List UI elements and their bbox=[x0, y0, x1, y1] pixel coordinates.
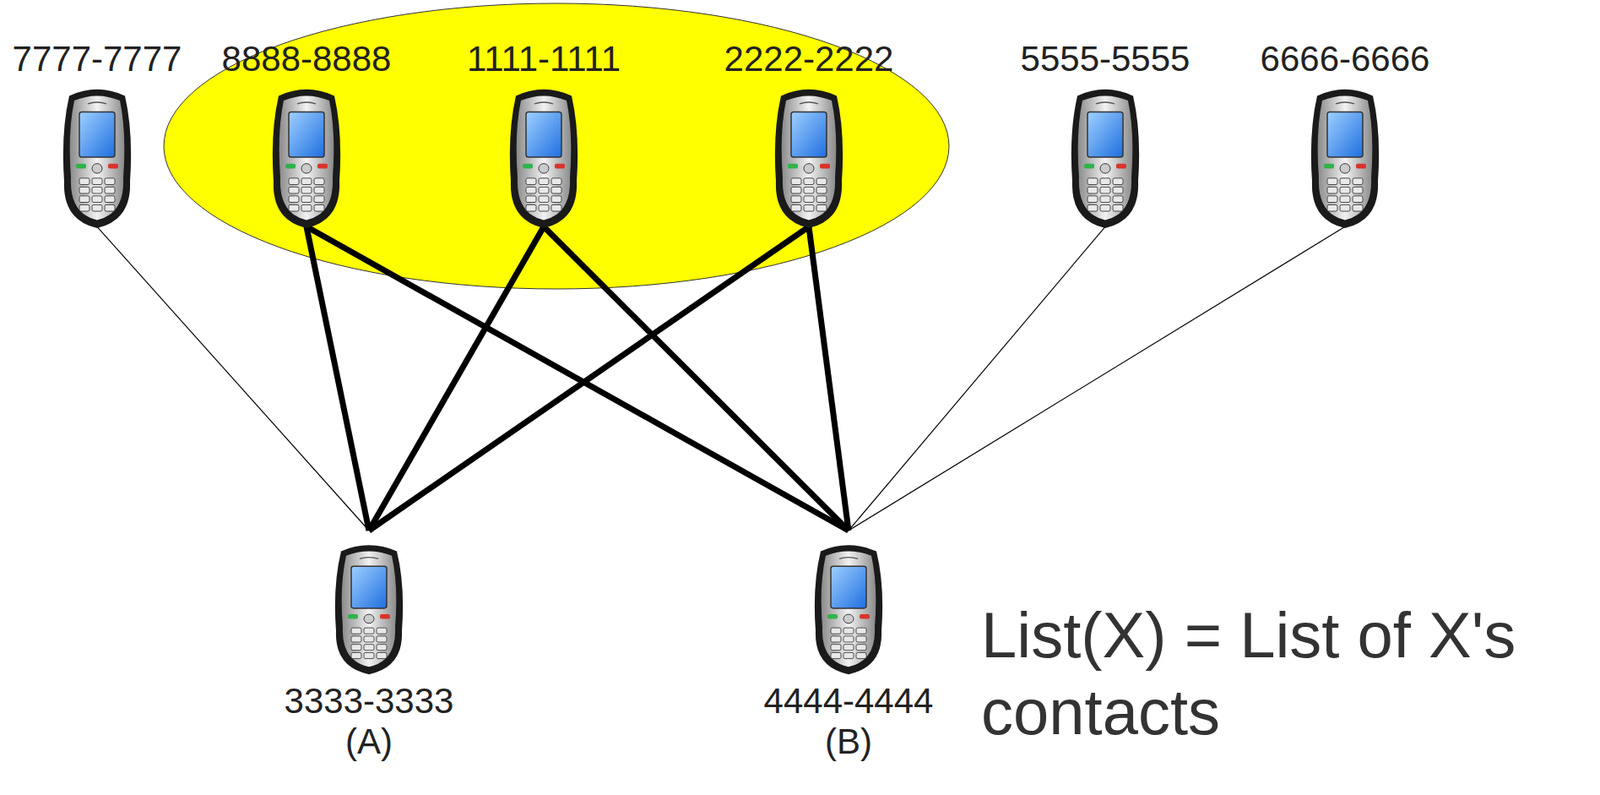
phone-icon bbox=[330, 540, 407, 676]
phone-icon bbox=[1307, 84, 1384, 230]
phone-number: 4444-4444 bbox=[764, 680, 934, 722]
phone-node: 2222-2222 bbox=[724, 38, 895, 230]
contact-link bbox=[848, 226, 1346, 531]
phone-node: 8888-8888 bbox=[222, 38, 392, 230]
phone-node: 3333-3333(A) bbox=[284, 540, 455, 763]
phone-node: 7777-7777 bbox=[12, 38, 183, 230]
phone-icon bbox=[810, 540, 887, 676]
phone-node: 4444-4444(B) bbox=[764, 540, 934, 763]
contact-link bbox=[306, 226, 849, 531]
phone-number: 1111-1111 bbox=[466, 38, 621, 80]
phone-number: 8888-8888 bbox=[222, 38, 392, 80]
phone-icon bbox=[268, 84, 345, 230]
phone-node: 1111-1111 bbox=[466, 38, 621, 230]
contact-link bbox=[97, 226, 369, 531]
contact-link bbox=[808, 226, 849, 531]
contact-link bbox=[543, 226, 849, 531]
phone-number: 5555-5555 bbox=[1020, 38, 1191, 80]
group-ellipse bbox=[163, 3, 950, 289]
phone-icon bbox=[1067, 84, 1144, 230]
phone-number: 7777-7777 bbox=[12, 38, 183, 80]
legend-note: List(X) = List of X's contacts bbox=[981, 596, 1590, 750]
phone-icon bbox=[59, 84, 136, 230]
contact-link bbox=[306, 226, 369, 531]
phone-number: 3333-3333 bbox=[284, 680, 455, 722]
phone-icon bbox=[770, 84, 847, 230]
phone-icon bbox=[505, 84, 582, 230]
phone-node: 5555-5555 bbox=[1020, 38, 1191, 230]
node-tag: (A) bbox=[345, 721, 393, 762]
phone-node: 6666-6666 bbox=[1260, 38, 1431, 230]
phone-number: 2222-2222 bbox=[724, 38, 895, 80]
phone-number: 6666-6666 bbox=[1260, 38, 1431, 80]
contact-link bbox=[368, 226, 544, 531]
node-tag: (B) bbox=[824, 721, 873, 762]
contact-link bbox=[848, 226, 1106, 531]
